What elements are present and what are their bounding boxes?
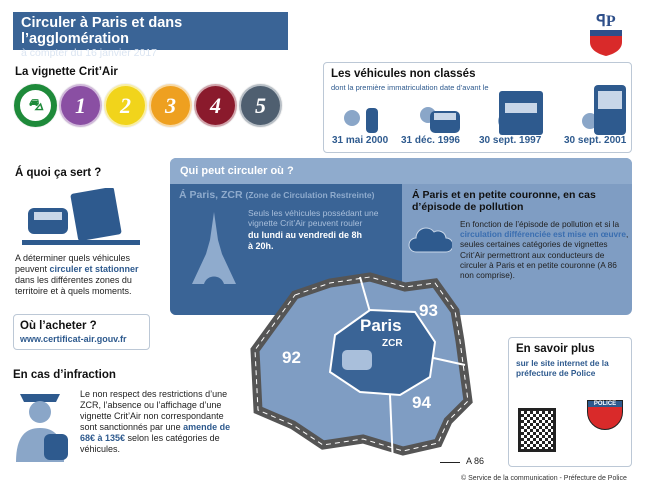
critair-badge-3: 3 [149, 84, 192, 127]
page-subtitle: à compter du 16 janvier 2017 [21, 47, 158, 59]
who-can-drive-panel: Qui peut circuler où ? Á Paris, ZCR (Zon… [170, 158, 632, 315]
date-scooter: 31 mai 2000 [332, 135, 389, 146]
non-classes-box: Les véhicules non classés dont la premiè… [323, 62, 632, 153]
scooter-icon [366, 108, 378, 133]
pollution-text: En fonction de l’épisode de pollution et… [460, 219, 629, 281]
critair-badge-electric: ⛍ [14, 84, 57, 127]
map-label-paris: Paris [360, 316, 402, 335]
cloud-icon [408, 227, 452, 253]
paris-map [250, 272, 473, 466]
prefecture-link[interactable]: sur le site internet de la préfecture de… [516, 358, 609, 378]
map-label-92: 92 [282, 348, 301, 367]
more-title: En savoir plus [516, 343, 595, 355]
map-label-a86: A 86 [466, 456, 485, 466]
footer-credit: © Service de la communication - Préfectu… [461, 475, 627, 482]
buy-box: Où l’acheter ? www.certificat-air.gouv.f… [13, 314, 150, 350]
vignette-title: La vignette Crit’Air [15, 66, 118, 78]
prefecture-logo: ꟼP [582, 12, 630, 56]
buy-link[interactable]: www.certificat-air.gouv.fr [20, 334, 127, 344]
non-classes-subtitle: dont la première immatriculation date d’… [331, 83, 489, 92]
usage-text: A déterminer quels véhicules peuvent cir… [15, 253, 139, 296]
panel-title: Qui peut circuler où ? [170, 158, 632, 184]
more-info-box: En savoir plus sur le site internet de l… [508, 337, 632, 467]
date-bus: 30 sept. 2001 [564, 135, 627, 146]
usage-title: Á quoi ça sert ? [15, 167, 102, 179]
police-mascot: POLICE [587, 400, 623, 430]
map-label-zcr: ZCR [382, 338, 403, 349]
critair-badge-5: 5 [239, 84, 282, 127]
car-truck-parking-icon [22, 188, 140, 245]
zcr-title: Á Paris, ZCR (Zone de Circulation Restre… [179, 189, 375, 201]
car-icon [342, 350, 372, 370]
buy-title: Où l’acheter ? [20, 320, 97, 332]
police-officer-icon [16, 394, 68, 462]
eiffel-tower-icon [192, 212, 236, 284]
critair-badges: ⛍ 1 2 3 4 5 [14, 84, 282, 127]
critair-badge-2: 2 [104, 84, 147, 127]
pollution-title: Á Paris et en petite couronne, en cas d’… [412, 189, 596, 213]
infraction-text: Le non respect des restrictions d’une ZC… [80, 389, 231, 454]
qr-code[interactable] [518, 408, 556, 452]
vehicle-icons [344, 85, 626, 135]
date-car: 31 déc. 1996 [401, 135, 460, 146]
a86-pointer [440, 462, 460, 463]
pollution-section: Á Paris et en petite couronne, en cas d’… [402, 184, 632, 315]
map-label-94: 94 [412, 393, 431, 412]
zcr-text: Seuls les véhicules possédant une vignet… [248, 208, 379, 228]
date-truck: 30 sept. 1997 [479, 135, 542, 146]
electric-car-icon: ⛍ [27, 96, 44, 114]
paris-zcr-area [328, 308, 437, 397]
infraction-title: En cas d’infraction [13, 369, 116, 381]
header-banner: Circuler à Paris et dans l’agglomération… [13, 12, 288, 59]
critair-badge-1: 1 [59, 84, 102, 127]
page-title: Circuler à Paris et dans l’agglomération [21, 15, 183, 47]
svg-text:ꟼP: ꟼP [596, 13, 616, 30]
map-label-93: 93 [419, 301, 438, 320]
zcr-hours: du lundi au vendredi de 8h à 20h. [248, 230, 363, 251]
critair-badge-4: 4 [194, 84, 237, 127]
non-classes-title: Les véhicules non classés [331, 68, 476, 80]
